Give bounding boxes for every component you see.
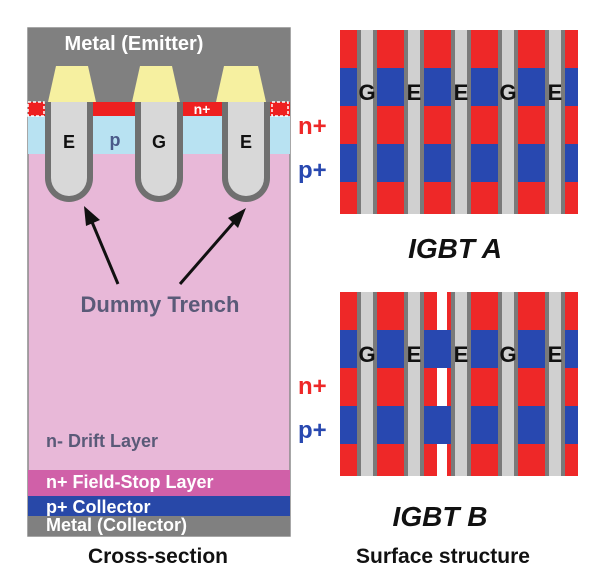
igbt-a-column-label: G — [499, 80, 516, 105]
n-plus-source — [93, 102, 135, 116]
igbt-a-surface: G E E G E n+ p+ IGBT A — [298, 30, 578, 264]
igbt-b-surface: G E E G E n+ p+ IGBT B — [298, 292, 578, 532]
igbt-a-n-plus-label: n+ — [298, 113, 327, 140]
dummy-trench-label: Dummy Trench — [81, 292, 240, 317]
p-collector-label: p+ Collector — [46, 497, 151, 517]
metal-emitter-label: Metal (Emitter) — [65, 33, 204, 55]
trench-label-emitter: E — [240, 132, 252, 152]
dummy-trench-arrows — [84, 206, 246, 285]
cross-section-caption: Cross-section — [88, 545, 228, 568]
trench-label-gate: G — [152, 132, 166, 152]
igbt-a-p-plus-label: p+ — [298, 157, 327, 184]
igbt-a-column-label: G — [358, 80, 375, 105]
igbt-b-column-label: E — [548, 342, 563, 367]
igbt-a-column-label: E — [454, 80, 469, 105]
igbt-b-trench-columns — [357, 292, 565, 476]
igbt-a-title: IGBT A — [408, 233, 502, 264]
metal-collector-label: Metal (Collector) — [46, 515, 187, 535]
n-plus-label: n+ — [194, 101, 211, 117]
surface-structure-caption: Surface structure — [356, 545, 530, 568]
p-body-label: p — [110, 130, 121, 150]
field-stop-layer — [28, 470, 290, 496]
n-plus-source — [183, 102, 222, 116]
igbt-b-column-label: G — [499, 342, 516, 367]
igbt-b-column-label: E — [454, 342, 469, 367]
trench-left — [45, 102, 93, 202]
igbt-a-column-label: E — [548, 80, 563, 105]
igbt-b-column-label: E — [407, 342, 422, 367]
trench-right — [222, 102, 270, 202]
field-stop-label: n+ Field-Stop Layer — [46, 472, 214, 492]
trench-label-emitter: E — [63, 132, 75, 152]
metal-collector-layer — [28, 516, 290, 536]
n-plus-corner-right — [271, 101, 289, 117]
cross-section: Metal (Emitter) n+ E p G E Dummy Trench … — [27, 27, 291, 568]
drift-layer-label: n- Drift Layer — [46, 431, 158, 451]
igbt-a-column-label: E — [407, 80, 422, 105]
p-collector-layer — [28, 496, 290, 516]
igbt-a-trench-columns — [357, 30, 565, 214]
n-plus-corner-left — [27, 101, 45, 117]
igbt-b-title: IGBT B — [393, 501, 488, 532]
igbt-b-n-plus-label: n+ — [298, 373, 327, 400]
emitter-contact — [132, 66, 180, 102]
igbt-b-p-plus-label: p+ — [298, 417, 327, 444]
igbt-b-column-label: G — [358, 342, 375, 367]
trench-gate — [135, 102, 183, 202]
emitter-contact — [48, 66, 96, 102]
emitter-contact — [216, 66, 266, 102]
